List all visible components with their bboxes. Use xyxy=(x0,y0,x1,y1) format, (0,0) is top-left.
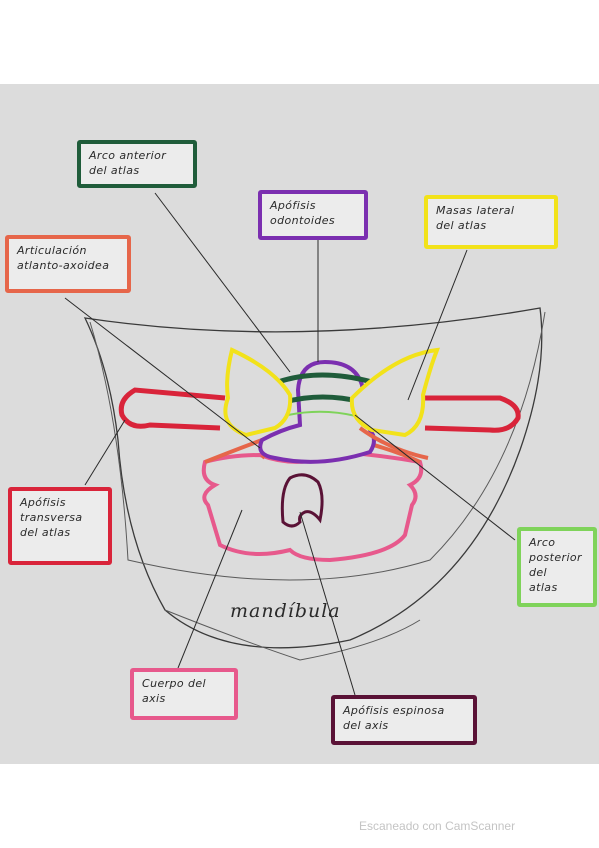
axis-spinous-canal xyxy=(280,473,324,528)
label-apofisis-odontoides: Apófisis odontoides xyxy=(258,190,368,240)
lateral-mass-right xyxy=(349,347,441,438)
label-apofisis-transversa: Apófisis transversa del atlas xyxy=(8,487,112,565)
label-apofisis-espinosa: Apófisis espinosa del axis xyxy=(331,695,477,745)
mandible-label: mandíbula xyxy=(230,600,341,622)
leader-arco-anterior xyxy=(154,192,291,373)
mandible-outline xyxy=(83,307,543,649)
transverse-process-right xyxy=(420,395,521,433)
label-cuerpo-axis: Cuerpo del axis xyxy=(130,668,238,720)
label-arco-anterior: Arco anterior del atlas xyxy=(77,140,197,188)
lateral-mass-right-orange xyxy=(358,426,429,460)
leader-espinosa xyxy=(299,511,356,696)
label-masas-laterales: Masas lateral del atlas xyxy=(424,195,558,249)
leader-cuerpo-axis xyxy=(177,509,243,669)
camscanner-watermark: Escaneado con CamScanner xyxy=(359,819,516,833)
label-articulacion: Articulación atlanto-axoidea xyxy=(5,235,131,293)
transverse-process-left xyxy=(118,387,226,431)
lower-contour xyxy=(164,609,421,661)
leader-arco-posterior xyxy=(354,414,516,541)
posterior-arch-band xyxy=(287,410,357,417)
leader-transversa xyxy=(84,419,126,486)
inner-contour xyxy=(89,311,546,581)
anterior-arch-band-1 xyxy=(277,372,373,385)
leader-masas-laterales xyxy=(407,249,468,401)
label-arco-posterior: Arco posterior del atlas xyxy=(517,527,597,607)
leader-articulacion xyxy=(64,297,261,449)
lateral-mass-left xyxy=(223,347,293,438)
